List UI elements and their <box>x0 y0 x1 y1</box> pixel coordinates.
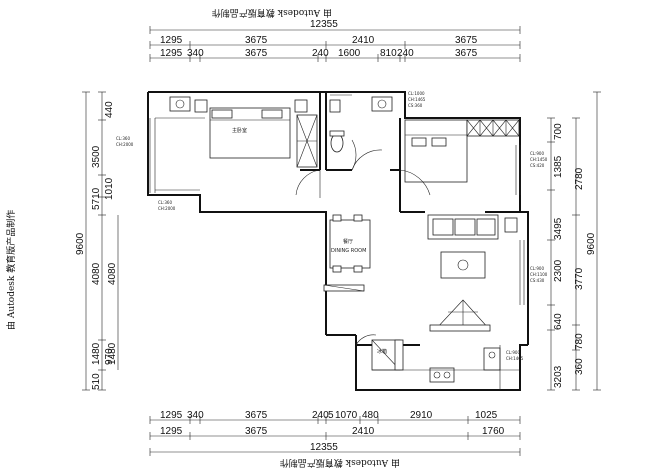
dimension-top-row2: 1295 340 3675 240 1600 810 240 3675 <box>149 48 521 62</box>
svg-text:640: 640 <box>553 313 564 330</box>
dining-label-en: DINING ROOM <box>331 248 366 254</box>
dimension-left-row1: 440 3500 1010 5710 4080 1480 510 970 <box>91 91 115 391</box>
svg-text:510: 510 <box>91 373 102 390</box>
svg-text:1600: 1600 <box>338 48 361 59</box>
svg-text:3675: 3675 <box>245 48 268 59</box>
svg-text:1295: 1295 <box>160 410 183 421</box>
svg-text:CS:430: CS:430 <box>530 278 545 283</box>
living-room <box>427 214 518 332</box>
svg-text:360: 360 <box>574 358 585 375</box>
svg-text:2910: 2910 <box>410 410 433 421</box>
fridge-label: 冰箱 <box>377 348 387 355</box>
bathroom <box>329 94 393 171</box>
svg-text:3770: 3770 <box>574 267 585 290</box>
svg-text:CL:360: CL:360 <box>116 136 130 141</box>
svg-text:12355: 12355 <box>310 19 338 30</box>
svg-text:3675: 3675 <box>455 35 478 46</box>
svg-text:2780: 2780 <box>574 167 585 190</box>
svg-text:480: 480 <box>362 410 379 421</box>
svg-text:1295: 1295 <box>160 48 183 59</box>
exterior-walls <box>147 91 529 391</box>
svg-text:1385: 1385 <box>553 155 564 178</box>
svg-text:1295: 1295 <box>160 426 183 437</box>
svg-text:3675: 3675 <box>245 426 268 437</box>
svg-text:340: 340 <box>187 410 204 421</box>
svg-text:CS:360: CS:360 <box>408 103 423 108</box>
svg-text:5710: 5710 <box>91 187 102 210</box>
dimension-bottom-row2: 1295 3675 2410 1760 <box>149 426 521 440</box>
svg-text:1760: 1760 <box>482 426 505 437</box>
svg-text:2410: 2410 <box>352 426 375 437</box>
svg-text:240: 240 <box>312 48 329 59</box>
dimension-left-row2: 4080 1480 <box>107 215 119 370</box>
svg-text:2410: 2410 <box>352 35 375 46</box>
dimension-bottom-total: 12355 <box>149 442 521 456</box>
dimension-top-row1: 1295 3675 2410 3675 <box>149 35 521 49</box>
dimension-right-total: 9600 <box>586 91 601 391</box>
svg-text:4080: 4080 <box>91 262 102 285</box>
svg-text:1070: 1070 <box>335 410 358 421</box>
dimension-left-total: 9600 <box>75 91 90 391</box>
svg-text:780: 780 <box>574 333 585 350</box>
svg-text:CH:1465: CH:1465 <box>408 97 426 102</box>
balcony-rails <box>149 117 525 305</box>
dimension-top-total: 12355 <box>149 19 521 34</box>
svg-text:3495: 3495 <box>553 217 564 240</box>
dining-label-cn: 餐厅 <box>343 238 353 245</box>
svg-text:CL:360: CL:360 <box>158 200 172 205</box>
doors <box>295 139 357 198</box>
svg-text:810: 810 <box>380 48 397 59</box>
watermark-top: 由 Autodesk 教育版产品制作 <box>212 7 332 19</box>
svg-text:1010: 1010 <box>104 177 115 200</box>
svg-text:240: 240 <box>312 410 329 421</box>
svg-text:340: 340 <box>187 48 204 59</box>
svg-text:CH:2000: CH:2000 <box>158 206 176 211</box>
svg-text:3500: 3500 <box>91 145 102 168</box>
svg-text:1480: 1480 <box>91 342 102 365</box>
svg-text:4080: 4080 <box>107 262 118 285</box>
svg-text:1295: 1295 <box>160 35 183 46</box>
svg-text:970: 970 <box>104 348 115 365</box>
svg-text:CH:1100: CH:1100 <box>530 272 548 277</box>
master-bedroom-label: 主卧室 <box>232 127 247 134</box>
svg-text:3675: 3675 <box>455 48 478 59</box>
svg-text:1025: 1025 <box>475 410 498 421</box>
svg-text:440: 440 <box>104 101 115 118</box>
watermark-bottom: 由 Autodesk 教育版产品制作 <box>280 457 400 469</box>
svg-text:3203: 3203 <box>553 365 564 388</box>
svg-text:3675: 3675 <box>245 35 268 46</box>
svg-text:9600: 9600 <box>75 232 86 255</box>
kitchen: 冰箱 <box>355 334 520 390</box>
watermark-left: 由 Autodesk 教育版产品制作 <box>5 210 17 330</box>
svg-text:CL:900: CL:900 <box>530 266 544 271</box>
svg-text:2300: 2300 <box>553 259 564 282</box>
svg-text:240: 240 <box>397 48 414 59</box>
svg-text:5: 5 <box>328 410 334 421</box>
svg-text:CS:420: CS:420 <box>530 163 545 168</box>
master-bedroom: 主卧室 <box>169 96 318 168</box>
svg-text:CH:1450: CH:1450 <box>530 157 548 162</box>
svg-text:3675: 3675 <box>245 410 268 421</box>
svg-text:CH:2000: CH:2000 <box>116 142 134 147</box>
svg-text:CL:900: CL:900 <box>506 350 520 355</box>
svg-text:1480: 1480 <box>107 342 118 365</box>
svg-text:700: 700 <box>553 123 564 140</box>
dimension-bottom-row1: 1295 340 3675 240 5 1070 480 2910 1025 <box>149 410 521 424</box>
window-notes: CL:360 CH:2000 CL:360 CH:2000 CL:1000 CH… <box>116 91 548 361</box>
second-bedroom <box>399 119 520 196</box>
svg-text:9600: 9600 <box>586 232 597 255</box>
svg-text:CL:900: CL:900 <box>530 151 544 156</box>
dining-area: 餐厅 DINING ROOM <box>323 214 371 292</box>
svg-text:CH:1465: CH:1465 <box>506 356 524 361</box>
svg-text:CL:1000: CL:1000 <box>408 91 425 96</box>
dimension-right-row1: 700 1385 3495 2300 640 3203 <box>547 117 564 391</box>
dimension-right-row2: 2780 3770 780 360 <box>572 117 585 391</box>
svg-text:12355: 12355 <box>310 442 338 453</box>
